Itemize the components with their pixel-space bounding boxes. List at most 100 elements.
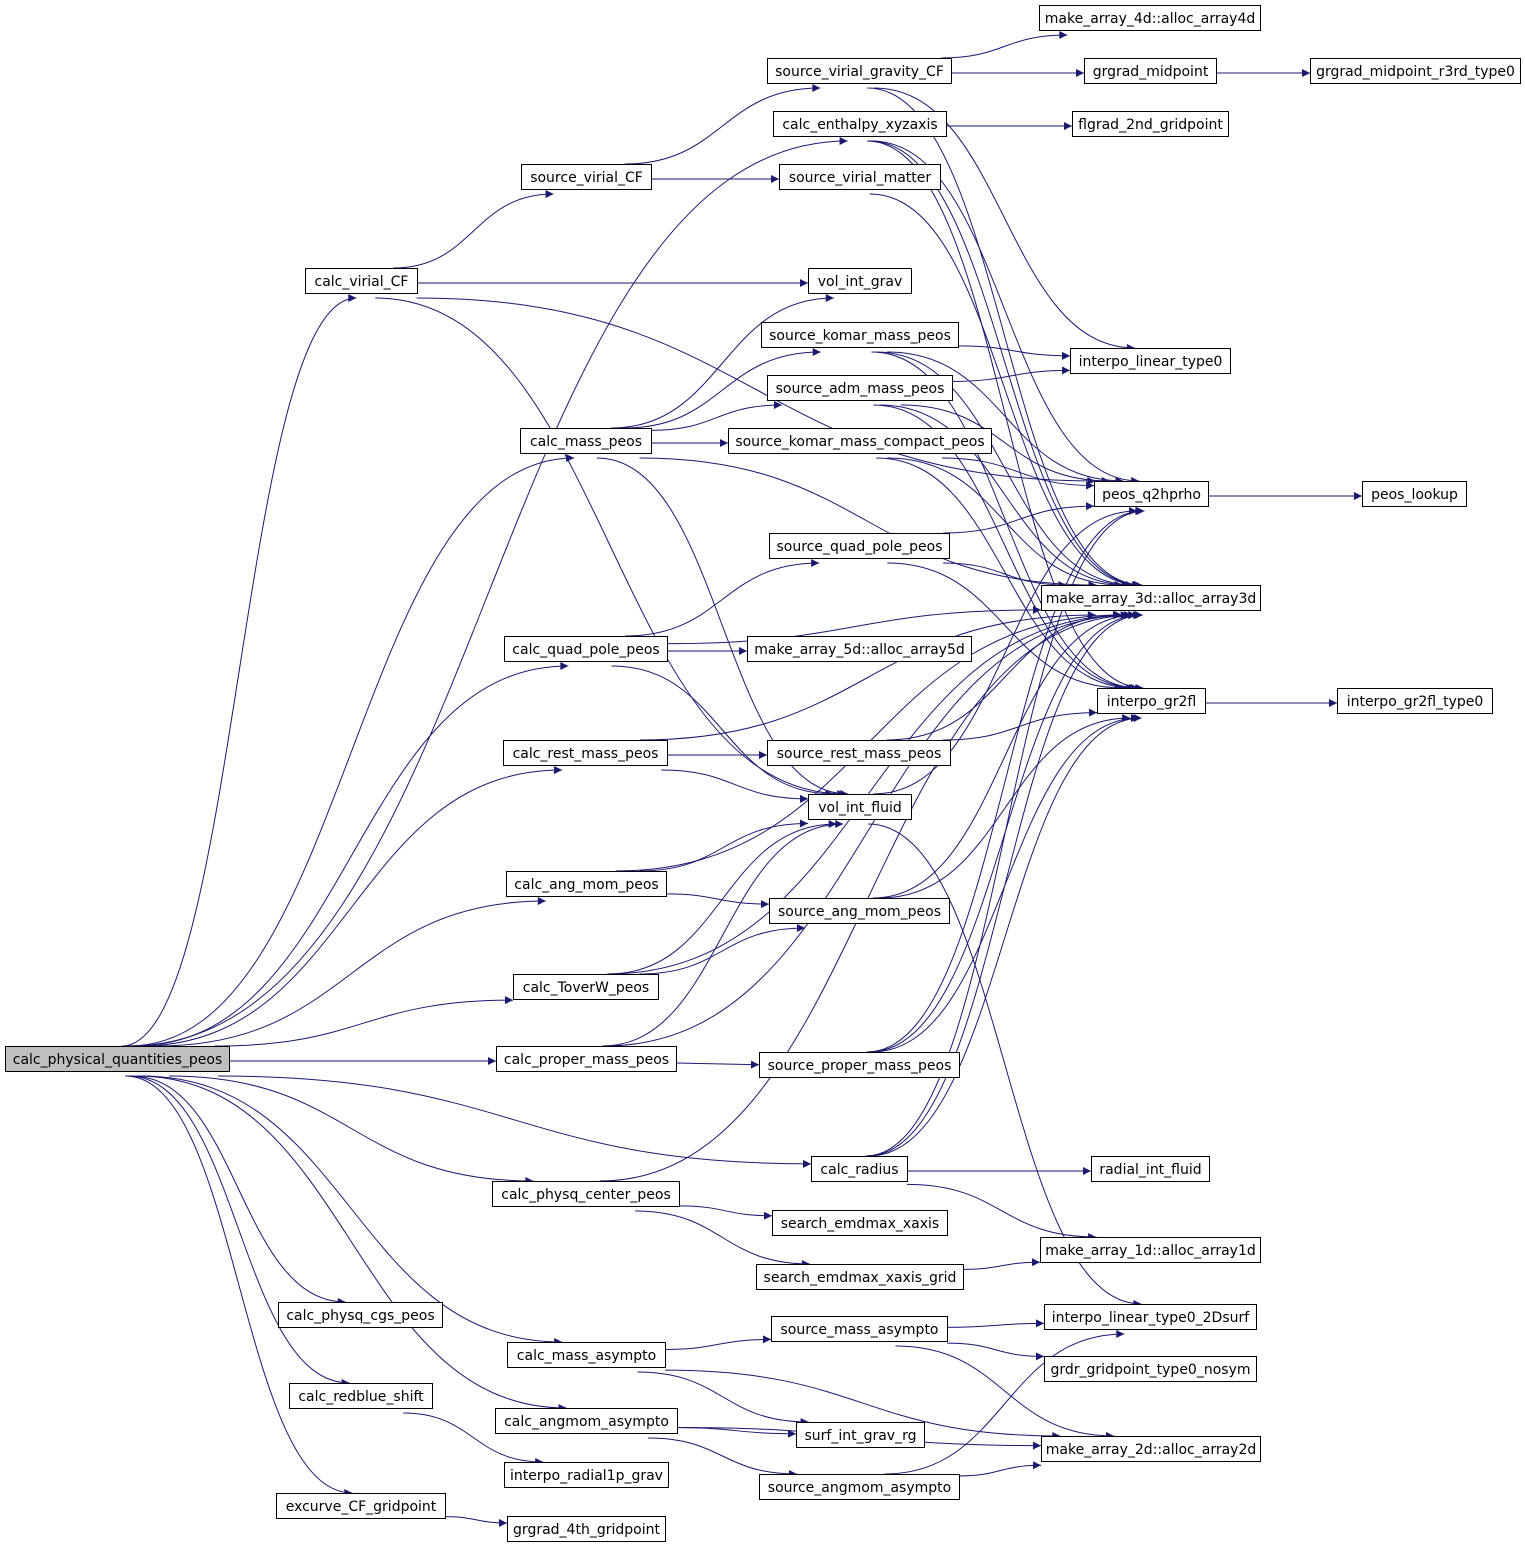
function-node-enthalpy[interactable]: calc_enthalpy_xyzaxis [773, 111, 947, 137]
function-node-src-komar[interactable]: source_komar_mass_peos [761, 322, 959, 348]
node-box [305, 268, 418, 294]
function-node-ang-mom-peos[interactable]: calc_ang_mom_peos [506, 871, 667, 897]
edge-root-to-mass_peos [128, 454, 575, 1047]
function-node-vol-int-fluid[interactable]: vol_int_fluid [808, 794, 912, 820]
function-node-mass-peos[interactable]: calc_mass_peos [520, 428, 652, 454]
function-node-search-xaxis[interactable]: search_emdmax_xaxis [772, 1210, 948, 1236]
edge-root-to-virial_cf [121, 294, 357, 1047]
node-label: calc_radius [820, 1162, 898, 1178]
function-node-radial-int[interactable]: radial_int_fluid [1091, 1156, 1210, 1182]
edge-src_proper-to-peos_q2hprho [866, 507, 1144, 1053]
function-node-virial-cf[interactable]: calc_virial_CF [305, 268, 418, 294]
node-label: source_komar_mass_peos [769, 328, 951, 344]
function-node-interpo-gr2fl[interactable]: interpo_gr2fl [1097, 688, 1206, 714]
function-node-grgrad-r3rd[interactable]: grgrad_midpoint_r3rd_type0 [1310, 58, 1521, 84]
edge-angmom_asympto-to-src_angmom_asym [648, 1437, 797, 1478]
node-box [808, 268, 912, 294]
function-node-calc-radius[interactable]: calc_radius [811, 1156, 908, 1182]
function-node-src-quad[interactable]: source_quad_pole_peos [769, 533, 950, 559]
call-edge [868, 823, 1142, 1308]
call-edge [886, 351, 1124, 485]
function-node-src-virial-cf[interactable]: source_virial_CF [521, 164, 652, 190]
call-edge [876, 457, 1135, 692]
node-box [796, 1422, 925, 1448]
call-edge [943, 502, 1095, 534]
function-node-physq-cgs-peos[interactable]: calc_physq_cgs_peos [278, 1302, 443, 1328]
function-node-excurve[interactable]: excurve_CF_gridpoint [276, 1493, 446, 1519]
node-label: interpo_radial1p_grav [510, 1468, 663, 1484]
node-label: calc_proper_mass_peos [504, 1052, 669, 1068]
function-node-physq-center-peos[interactable]: calc_physq_center_peos [492, 1181, 680, 1207]
call-edge [403, 1412, 544, 1466]
function-node-toverw-peos[interactable]: calc_ToverW_peos [513, 974, 659, 1000]
call-edge [214, 996, 514, 1047]
node-label: source_angmom_asympto [768, 1480, 951, 1496]
call-edge [666, 605, 1042, 645]
function-node-src-angmom[interactable]: source_ang_mom_peos [769, 898, 950, 924]
function-node-angmom-asympto[interactable]: calc_angmom_asympto [495, 1408, 678, 1434]
function-node-alloc3d[interactable]: make_array_3d::alloc_array3d [1041, 585, 1261, 611]
function-node-src-mass-asym[interactable]: source_mass_asympto [771, 1316, 948, 1342]
function-node-peos-q2hprho[interactable]: peos_q2hprho [1094, 481, 1209, 507]
function-node-surf-int[interactable]: surf_int_grav_rg [796, 1422, 925, 1448]
node-box [808, 794, 912, 820]
call-edge [906, 1183, 1097, 1241]
edges-layer [121, 31, 1362, 1527]
function-node-interpo-lin[interactable]: interpo_linear_type0 [1070, 348, 1231, 374]
edge-mass_peos-to-src_adm [650, 401, 782, 431]
function-node-rest-mass-peos[interactable]: calc_rest_mass_peos [503, 740, 668, 766]
function-node-alloc4d[interactable]: make_array_4d::alloc_array4d [1039, 5, 1261, 31]
node-box [278, 1302, 443, 1328]
node-label: source_quad_pole_peos [776, 539, 942, 555]
function-node-grgrad-mid[interactable]: grgrad_midpoint [1084, 58, 1217, 84]
node-label: calc_angmom_asympto [504, 1414, 669, 1430]
node-label: interpo_gr2fl [1107, 694, 1196, 710]
function-node-src-adm[interactable]: source_adm_mass_peos [767, 375, 953, 401]
edge-src_rest-to-alloc3d [886, 611, 1123, 741]
function-node-peos-lookup[interactable]: peos_lookup [1362, 481, 1467, 507]
function-node-alloc5d[interactable]: make_array_5d::alloc_array5d [747, 636, 972, 662]
edge-virial_cf-to-src_virial_cf [393, 190, 554, 269]
function-node-alloc1d[interactable]: make_array_1d::alloc_array1d [1040, 1237, 1261, 1263]
edge-src_quad-to-interpo_gr2fl [887, 562, 1123, 692]
call-edge [887, 457, 1123, 589]
node-box [496, 1046, 677, 1072]
function-node-src-virial-matter[interactable]: source_virial_matter [779, 164, 941, 190]
function-node-redblue-shift[interactable]: calc_redblue_shift [289, 1383, 433, 1409]
call-edge [665, 893, 770, 909]
node-label: calc_enthalpy_xyzaxis [782, 117, 937, 133]
call-edge [874, 87, 1135, 352]
function-node-vol-int-grav[interactable]: vol_int_grav [808, 268, 912, 294]
call-edge [602, 820, 844, 1047]
node-label: peos_lookup [1371, 487, 1458, 503]
function-node-interpo-radial1p[interactable]: interpo_radial1p_grav [504, 1462, 669, 1488]
function-node-gr2fl-type0[interactable]: interpo_gr2fl_type0 [1337, 688, 1493, 714]
function-node-grgrad-4th[interactable]: grgrad_4th_gridpoint [507, 1516, 666, 1542]
node-box [5, 1046, 230, 1072]
function-node-grdr[interactable]: grdr_gridpoint_type0_nosym [1044, 1356, 1257, 1382]
function-node-src-rest[interactable]: source_rest_mass_peos [767, 740, 951, 766]
call-edge [872, 611, 1137, 899]
function-node-src-virial-grav[interactable]: source_virial_gravity_CF [767, 58, 952, 84]
node-label: source_mass_asympto [780, 1322, 938, 1338]
function-node-alloc2d[interactable]: make_array_2d::alloc_array2d [1041, 1436, 1261, 1462]
function-node-flgrad[interactable]: flgrad_2nd_gridpoint [1072, 111, 1229, 137]
function-node-root[interactable]: calc_physical_quantities_peos [5, 1046, 230, 1072]
node-label: source_ang_mom_peos [778, 904, 941, 920]
function-node-proper-mass-peos[interactable]: calc_proper_mass_peos [496, 1046, 677, 1072]
node-box [504, 636, 668, 662]
edge-proper_mass_peos-to-src_proper [675, 1060, 760, 1069]
function-node-src-komar-compact[interactable]: source_komar_mass_compact_peos [728, 428, 992, 454]
function-node-interpo-lin2d[interactable]: interpo_linear_type0_2Dsurf [1044, 1304, 1257, 1330]
edge-ang_mom_peos-to-vol_int_fluid [639, 819, 809, 872]
node-label: calc_redblue_shift [298, 1389, 424, 1405]
function-node-src-angmom-asym[interactable]: source_angmom_asympto [759, 1474, 960, 1500]
function-node-quad-pole-peos[interactable]: calc_quad_pole_peos [504, 636, 668, 662]
node-box [1044, 1356, 1257, 1382]
function-node-search-grid[interactable]: search_emdmax_xaxis_grid [756, 1264, 964, 1290]
function-node-src-proper[interactable]: source_proper_mass_peos [759, 1052, 960, 1078]
function-node-mass-asympto[interactable]: calc_mass_asympto [507, 1342, 666, 1368]
call-edge [942, 708, 1098, 741]
node-box [503, 740, 668, 766]
nodes-layer: calc_physical_quantities_peos calc_virial… [5, 5, 1521, 1542]
